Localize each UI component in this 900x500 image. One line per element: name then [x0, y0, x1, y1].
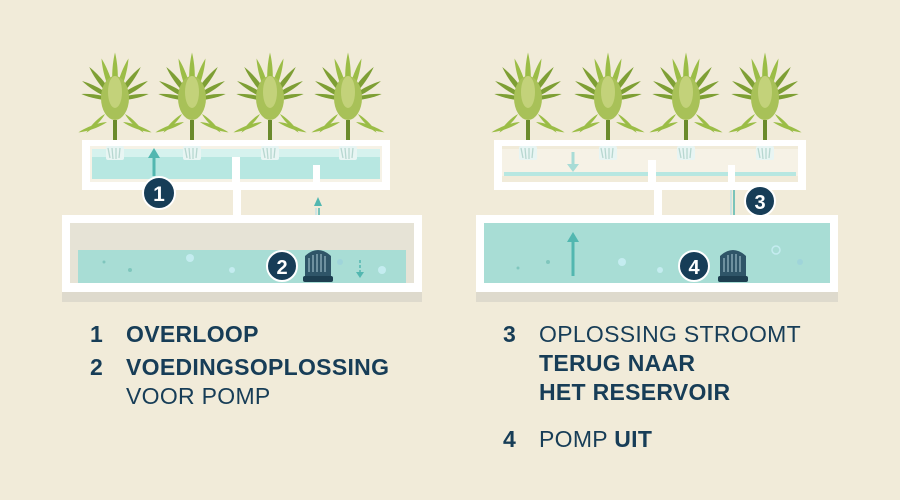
legend-number: 2 — [90, 354, 104, 380]
right-marker-3: 3 — [744, 185, 776, 217]
right-draining-arrow — [567, 152, 579, 172]
legend-right: 3 OPLOSSING STROOMT TERUG NAAR HET RESER… — [503, 320, 801, 454]
legend-text-bold-1: TERUG NAAR — [539, 350, 696, 376]
right-marker-4: 4 — [678, 250, 710, 282]
svg-text:3: 3 — [754, 192, 765, 214]
svg-text:4: 4 — [688, 257, 700, 279]
right-pump-icon — [717, 249, 749, 283]
left-grow-tray — [82, 140, 390, 190]
left-marker-1: 1 — [142, 176, 176, 210]
legend-text: VOEDINGSOPLOSSING — [126, 354, 390, 380]
legend-left: 1 OVERLOOP 2 VOEDINGSOPLOSSING VOOR POMP — [90, 320, 389, 411]
left-rising-arrow — [148, 148, 160, 176]
left-panel: 1 2 — [62, 53, 422, 302]
left-pump-icon — [302, 249, 334, 283]
left-marker-2: 2 — [266, 250, 298, 282]
right-panel: 3 4 — [476, 53, 838, 302]
legend-item-1: 1 OVERLOOP — [90, 320, 389, 349]
right-reservoir — [476, 215, 838, 302]
right-plants — [491, 53, 802, 147]
left-plants — [78, 53, 385, 147]
left-reservoir — [62, 215, 422, 302]
legend-subtext: VOOR POMP — [126, 383, 271, 409]
legend-text-bold-2: HET RESERVOIR — [539, 379, 731, 405]
svg-text:2: 2 — [276, 257, 287, 279]
legend-text-bold: UIT — [614, 426, 653, 452]
legend-number: 1 — [90, 321, 104, 347]
svg-text:1: 1 — [153, 183, 165, 206]
legend-item-2: 2 VOEDINGSOPLOSSING VOOR POMP — [90, 353, 389, 411]
legend-number: 4 — [503, 426, 517, 452]
legend-number: 3 — [503, 321, 517, 347]
legend-text: OPLOSSING STROOMT — [539, 321, 801, 347]
legend-text: POMP — [539, 426, 615, 452]
legend-item-4: 4 POMP UIT — [503, 425, 801, 454]
legend-item-3: 3 OPLOSSING STROOMT TERUG NAAR HET RESER… — [503, 320, 801, 407]
legend-text: OVERLOOP — [126, 321, 259, 347]
right-grow-tray — [494, 140, 806, 190]
